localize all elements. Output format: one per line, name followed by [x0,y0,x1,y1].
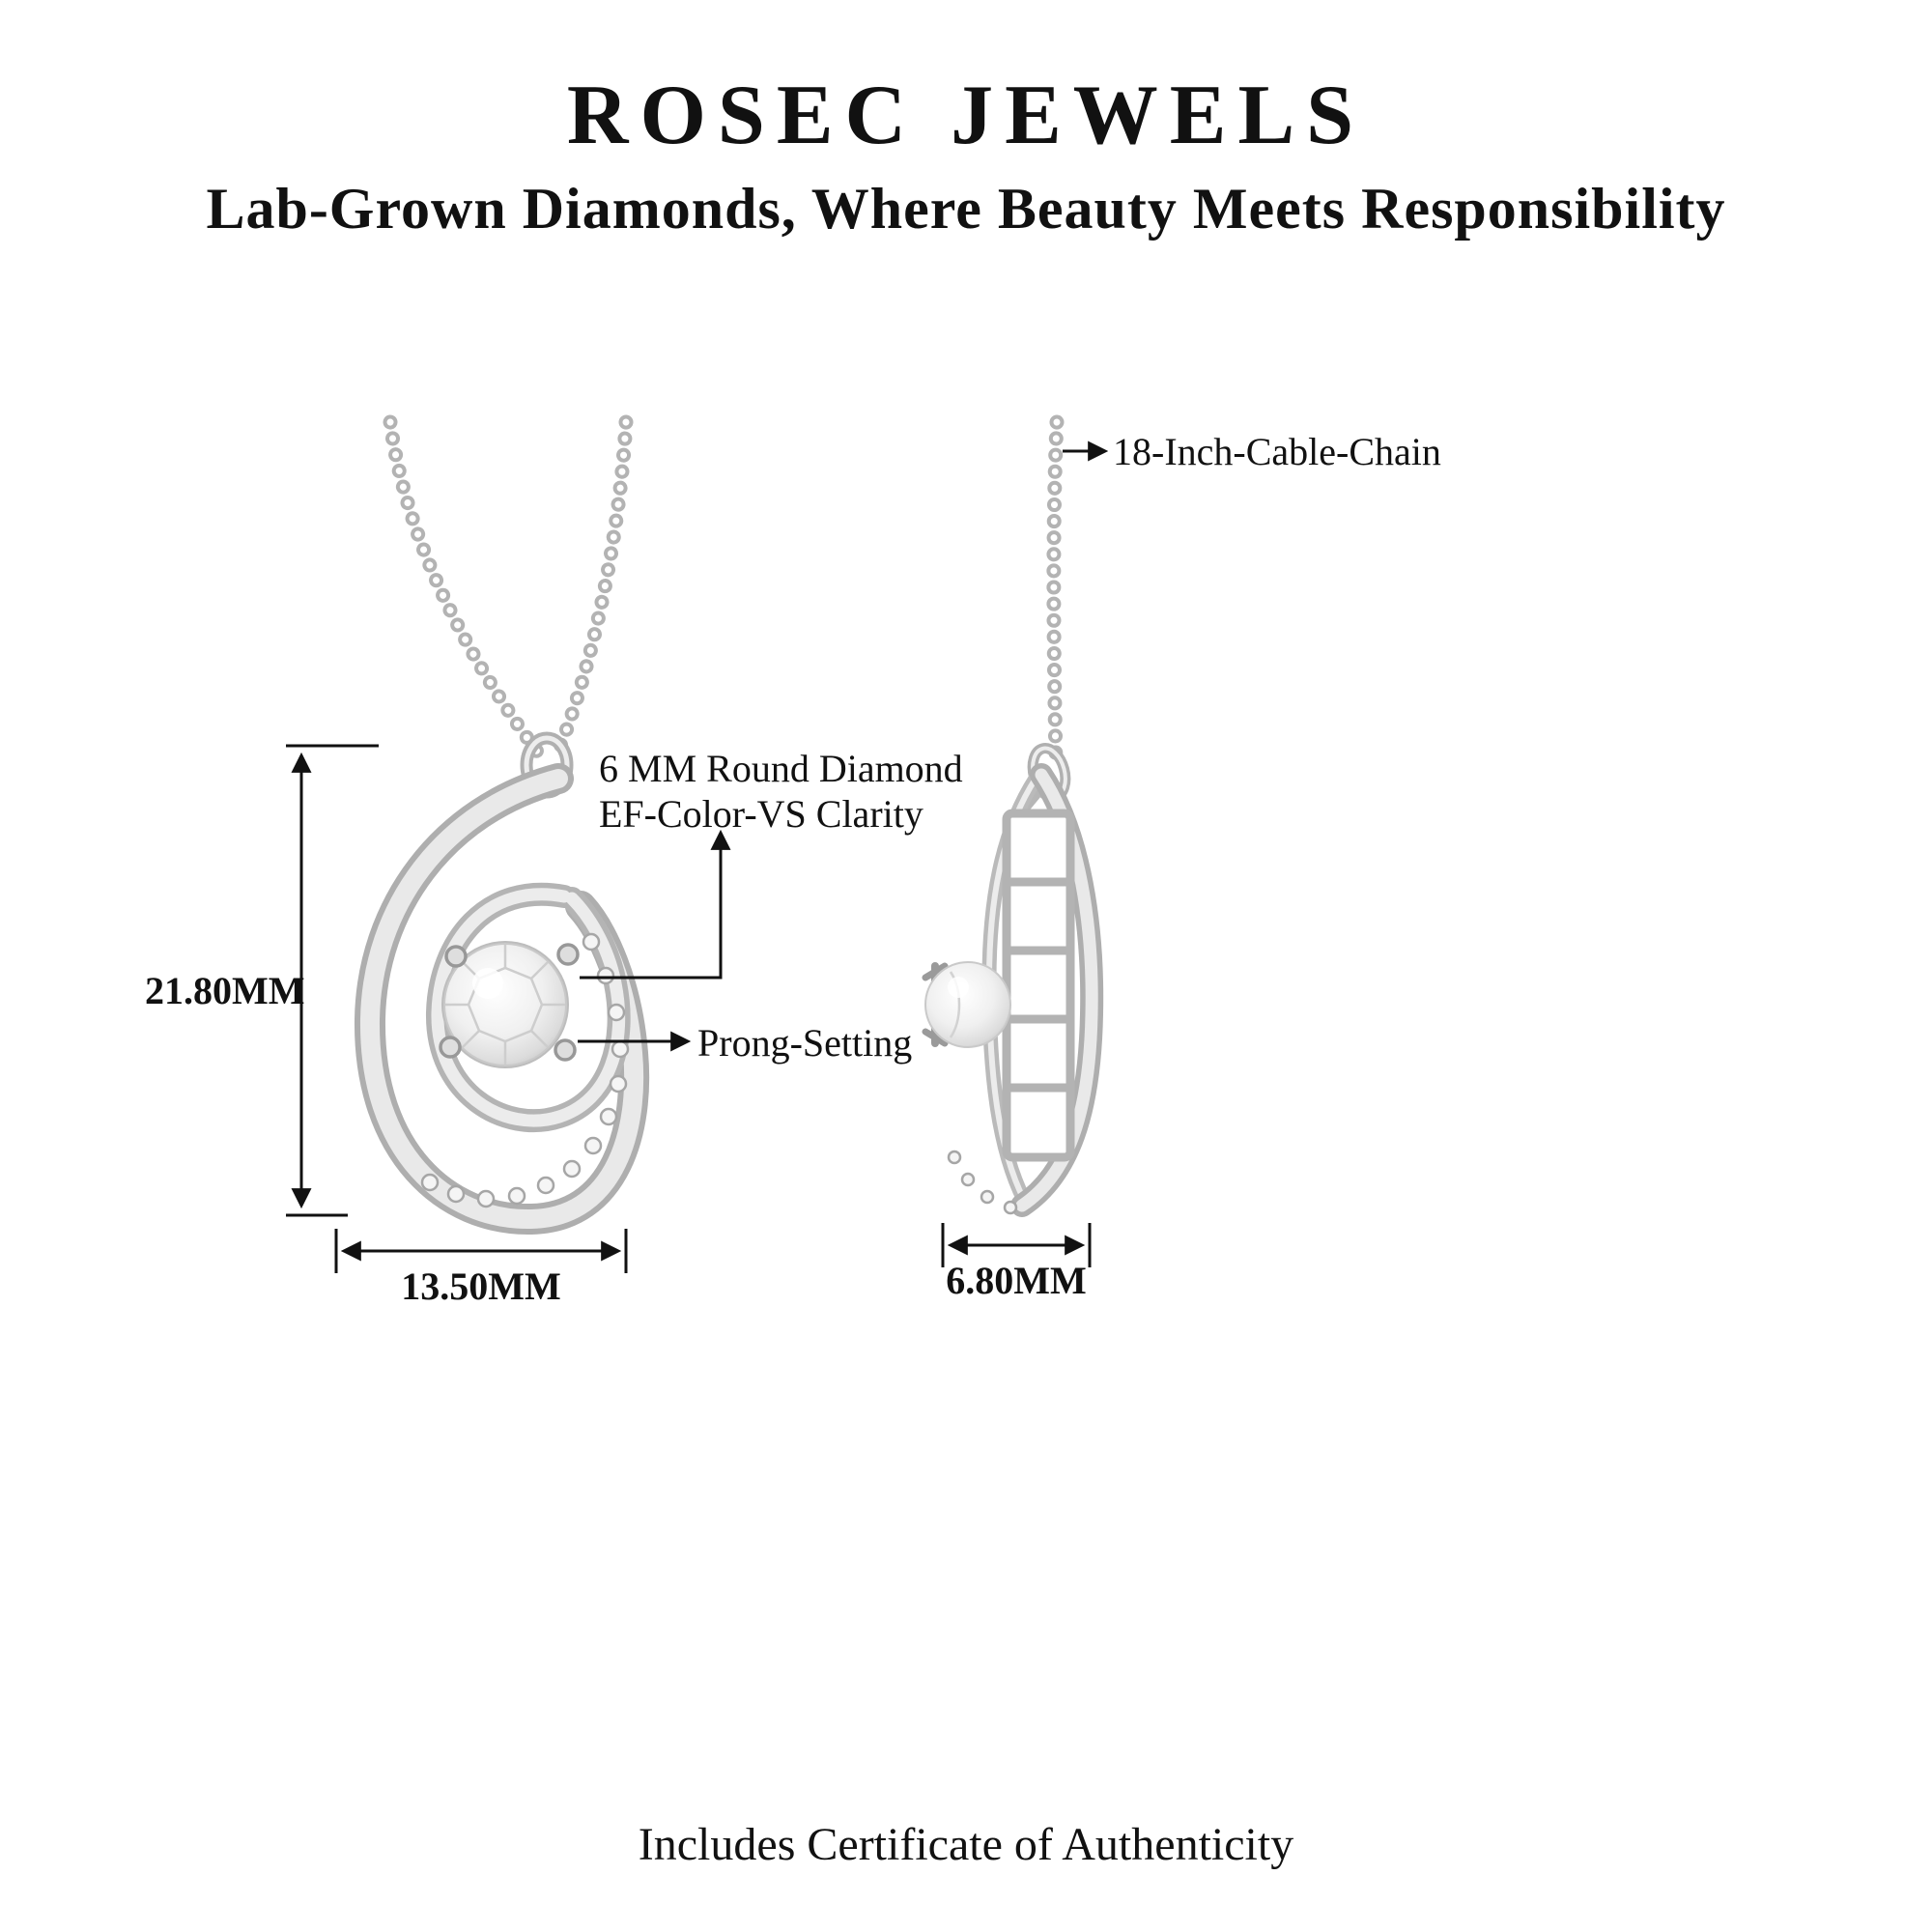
dimension-depth [941,1223,1092,1267]
pave-accent-stones [420,932,630,1208]
height-dimension-label: 21.80MM [145,969,305,1012]
necklace-chain-side [1046,414,1065,771]
brand-title: ROSEC JEWELS [566,69,1366,162]
depth-dimension-label: 6.80MM [946,1259,1087,1302]
certificate-note: Includes Certificate of Authenticity [638,1819,1294,1870]
necklace-chain-front [383,414,634,759]
dimension-width [334,1229,628,1273]
diamond-annotation: 6 MM Round Diamond EF-Color-VS Clarity [599,746,963,837]
diamond-annotation-line1: 6 MM Round Diamond [599,747,963,790]
diamond-annotation-line2: EF-Color-VS Clarity [599,792,923,837]
prongs [439,943,580,1062]
width-dimension-label: 13.50MM [401,1264,561,1308]
pendant-front [354,731,650,1236]
leader-diamond-label [580,829,731,980]
center-diamond [439,941,580,1068]
brand-tagline: Lab-Grown Diamonds, Where Beauty Meets R… [206,177,1726,241]
chain-annotation: 18-Inch-Cable-Chain [1113,430,1441,473]
pendant-side [922,743,1104,1217]
dimension-height [286,744,379,1217]
prong-annotation: Prong-Setting [697,1021,913,1065]
